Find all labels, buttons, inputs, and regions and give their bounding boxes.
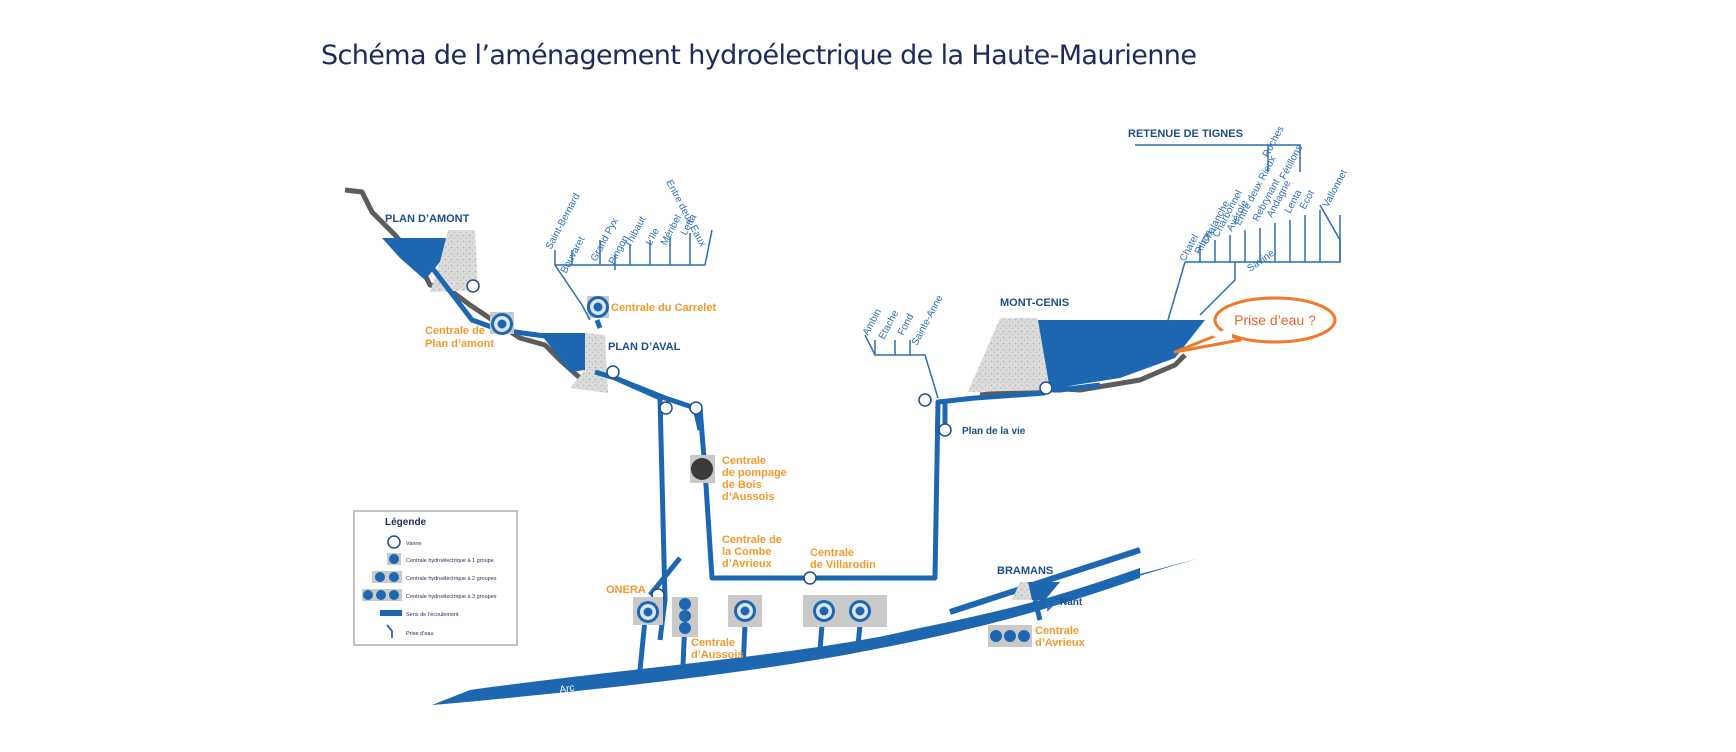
reservoir-mont-cenis: MONT-CENIS xyxy=(968,297,1205,392)
valve-icon xyxy=(466,279,480,293)
legend-title: Légende xyxy=(385,517,427,528)
valve-icon xyxy=(938,423,952,437)
label-mont-cenis: MONT-CENIS xyxy=(1000,297,1069,309)
valve-icon xyxy=(659,401,673,415)
river-arc: Arc xyxy=(432,547,1200,705)
intakes-mont-cenis-west xyxy=(864,334,939,399)
label-l-ile: L’Ile xyxy=(644,226,662,247)
intake-nant: Nant xyxy=(1047,597,1083,612)
plant-plan-amont: Centrale de Plan d’amont xyxy=(425,312,514,350)
page-title: Schéma de l’aménagement hydroélectrique … xyxy=(321,40,1197,71)
label-roches: Roches xyxy=(1261,124,1287,159)
plant-avrieux: Centrale d’Avrieux xyxy=(988,625,1086,649)
plant-1-icon xyxy=(389,554,399,564)
label-plan-amont: PLAN D’AMONT xyxy=(385,213,470,225)
legend-item-1: Centrale hydroélectrique à 1 groupe xyxy=(406,558,494,564)
label-plant-villarodin: Centrale de Villarodin xyxy=(810,547,876,571)
flow-direction-icon xyxy=(380,610,402,616)
plant-2-icon xyxy=(375,572,385,582)
legend-item-3: Centrale hydroélectrique à 3 groupes xyxy=(406,594,497,600)
label-sainte-anne: Sainte-Anne xyxy=(910,293,946,347)
label-thibaut: Thibaut xyxy=(623,215,648,250)
label-plant-avrieux: Centrale d’Avrieux xyxy=(1035,625,1086,649)
plant-aussois: Centrale d’Aussois xyxy=(691,637,744,661)
label-bouvaret: Bouvaret xyxy=(559,235,588,276)
valve-icon xyxy=(689,401,703,415)
label-onera: ONERA xyxy=(606,584,646,596)
valve-icon xyxy=(918,393,932,407)
plant-bois-aussois: Centrale de pompage de Bois d’Aussois xyxy=(690,455,790,503)
plant-3-icon xyxy=(363,590,373,600)
label-plant-carrelet: Centrale du Carrelet xyxy=(611,302,716,314)
legend-item-5: Prise d’eau xyxy=(406,631,434,637)
valve-icon xyxy=(606,365,620,379)
plant-carrelet: Centrale du Carrelet xyxy=(587,296,716,318)
label-plant-bois-aussois: Centrale de pompage de Bois d’Aussois xyxy=(722,455,790,503)
intake-plan-de-la-vie: Plan de la vie xyxy=(962,426,1026,437)
label-plan-de-la-vie: Plan de la vie xyxy=(962,426,1026,437)
label-fetillons: Fétillons xyxy=(1278,143,1305,181)
label-nant: Nant xyxy=(1060,597,1083,608)
callout-text: Prise d’eau ? xyxy=(1234,312,1316,328)
label-vallonnet: Vallonnet xyxy=(1321,168,1350,210)
callout-prise-deau: Prise d’eau ? xyxy=(1173,296,1337,354)
valve-icon xyxy=(1039,381,1053,395)
plant-villarodin: Centrale de Villarodin xyxy=(803,547,887,627)
intakes-mont-cenis-east xyxy=(1135,144,1341,321)
reservoir-bramans: BRAMANS xyxy=(997,565,1060,600)
label-savine: Savine xyxy=(1245,248,1277,275)
valve-icon xyxy=(803,571,817,585)
plant-combe-avrieux: Centrale de la Combe d’Avrieux xyxy=(722,534,785,627)
legend-item-0: Vanne xyxy=(406,541,422,547)
river-label: Arc xyxy=(559,683,576,696)
label-plan-aval: PLAN D’AVAL xyxy=(608,341,681,353)
intake-icon xyxy=(386,624,393,638)
label-plant-aussois: Centrale d’Aussois xyxy=(691,637,744,661)
plant-onera: ONERA xyxy=(606,584,698,637)
legend-item-4: Sens de l’écoulement xyxy=(406,612,459,618)
intakes-plan-aval xyxy=(554,229,713,321)
label-plant-plan-amont: Centrale de Plan d’amont xyxy=(425,325,494,350)
label-plant-combe-avrieux: Centrale de la Combe d’Avrieux xyxy=(722,534,785,570)
reservoir-plan-aval: PLAN D’AVAL xyxy=(540,333,681,393)
label-tignes: RETENUE DE TIGNES xyxy=(1128,128,1243,140)
legend-item-2: Centrale hydroélectrique à 2 groupes xyxy=(406,576,497,582)
label-bramans: BRAMANS xyxy=(997,565,1053,577)
valve-icon xyxy=(387,535,401,549)
legend: Légende Vanne Centrale hydroélectrique à… xyxy=(353,510,518,646)
